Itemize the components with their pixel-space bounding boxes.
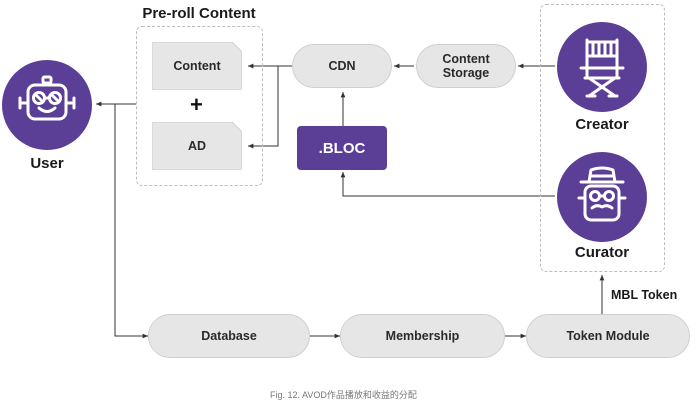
ad-box[interactable]: AD bbox=[151, 121, 243, 171]
creator-curator-group bbox=[540, 4, 665, 272]
database-node[interactable]: Database bbox=[148, 314, 310, 358]
database-label: Database bbox=[201, 329, 257, 343]
bloc-label: .BLOC bbox=[318, 139, 366, 157]
detective-icon bbox=[577, 166, 627, 222]
creator-label: Creator bbox=[575, 116, 629, 133]
membership-node[interactable]: Membership bbox=[340, 314, 505, 358]
cdn-label: CDN bbox=[328, 59, 356, 73]
cdn-node[interactable]: CDN bbox=[292, 44, 392, 88]
content-box[interactable]: Content bbox=[151, 41, 243, 91]
arrow-curator-to-bloc bbox=[340, 172, 555, 197]
membership-label: Membership bbox=[385, 329, 460, 343]
token-module-label: Token Module bbox=[566, 329, 650, 343]
bloc-node[interactable]: .BLOC bbox=[297, 126, 387, 170]
preroll-group bbox=[136, 26, 263, 186]
content-storage-line2: Storage bbox=[442, 66, 490, 80]
user-avatar[interactable] bbox=[2, 60, 92, 150]
arrow-user-to-database bbox=[114, 104, 148, 339]
content-storage-line1: Content bbox=[442, 52, 490, 66]
arrow-cdn-to-ad bbox=[248, 66, 279, 149]
ad-label: AD bbox=[187, 139, 207, 153]
curator-label: Curator bbox=[574, 244, 630, 261]
figure-caption: Fig. 12. AVOD作品播放和收益的分配 bbox=[270, 390, 417, 400]
content-storage-node[interactable]: Content Storage bbox=[416, 44, 516, 88]
creator-avatar[interactable] bbox=[557, 22, 647, 112]
token-module-node[interactable]: Token Module bbox=[526, 314, 690, 358]
robot-icon bbox=[18, 75, 76, 121]
directors-chair-icon bbox=[579, 38, 625, 98]
mbl-token-label: MBL Token bbox=[611, 288, 678, 302]
curator-avatar[interactable] bbox=[557, 152, 647, 242]
plus-sign: + bbox=[190, 92, 203, 117]
content-label: Content bbox=[173, 59, 221, 73]
user-label: User bbox=[30, 155, 64, 172]
preroll-title: Pre-roll Content bbox=[142, 5, 256, 22]
